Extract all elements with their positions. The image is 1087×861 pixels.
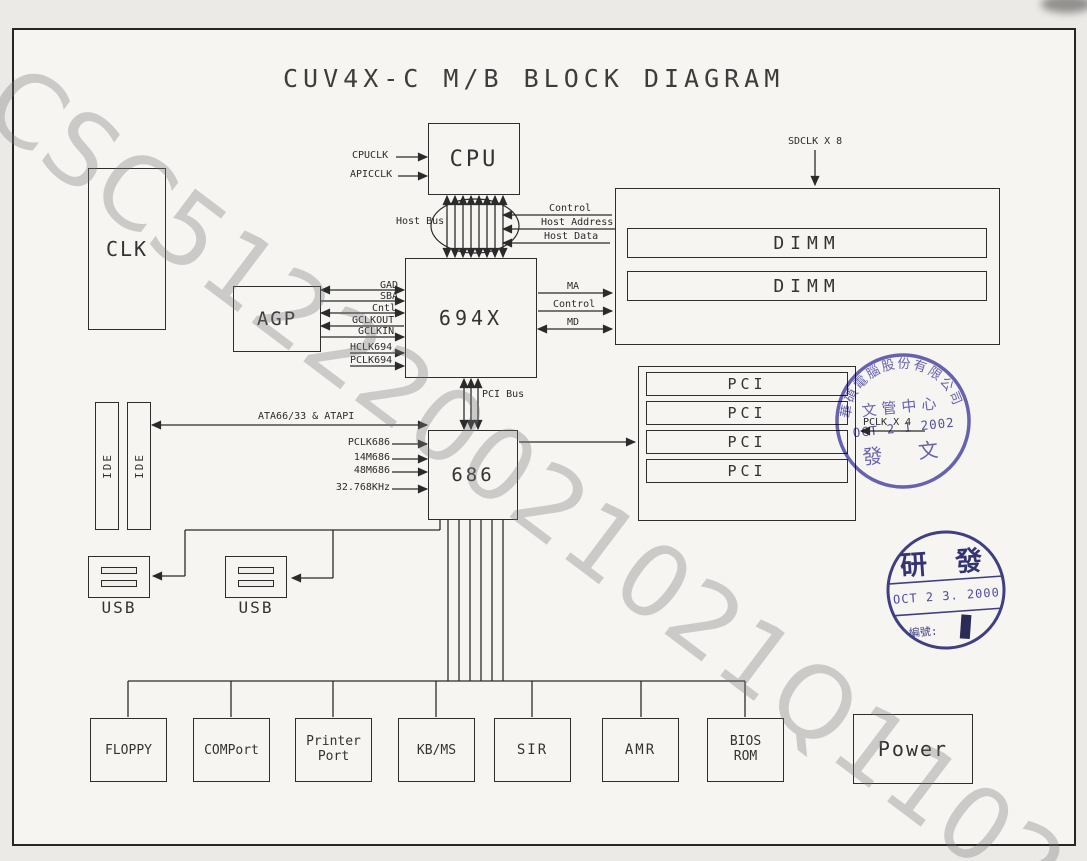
memory-bus-lines <box>536 288 614 334</box>
host-bus-bundle <box>430 194 520 259</box>
power-block: Power <box>853 714 973 784</box>
pci-slot-3: PCI <box>646 430 848 454</box>
pci-bus-label: PCI Bus <box>482 389 525 400</box>
gclkout-label: GCLKOUT <box>352 315 395 326</box>
peripheral-bus-lines <box>127 520 746 717</box>
clk14m-label: 14M686 <box>353 452 390 463</box>
pci-slot-2: PCI <box>646 401 848 425</box>
clk32k-label: 32.768KHz <box>335 482 390 493</box>
usb-port-1-label: USB <box>101 598 137 617</box>
diagram-title: CUV4X-C M/B BLOCK DIAGRAM <box>283 64 785 93</box>
sdclk-label: SDCLK X 8 <box>788 136 843 147</box>
printer-port-block: Printer Port <box>295 718 372 782</box>
usb-port-2 <box>225 556 287 598</box>
clk48m-label: 48M686 <box>353 465 390 476</box>
usb-port-1 <box>88 556 150 598</box>
stamp-release-text: 發 文 <box>861 436 951 469</box>
company-release-stamp: 華碩電腦股份有限公司 文管中心 OCT 2 1 2002 發 文 <box>833 350 971 489</box>
stamp-ring <box>886 530 1006 650</box>
usb-slot-icon <box>101 580 137 587</box>
page-border <box>12 28 1076 846</box>
floppy-block: FLOPPY <box>90 718 167 782</box>
kbms-block: KB/MS <box>398 718 475 782</box>
host-bus-taps <box>501 210 616 248</box>
agp-block: AGP <box>233 286 321 352</box>
pci-container <box>638 366 856 521</box>
pci-slot-1: PCI <box>646 372 848 396</box>
signature-mark <box>959 614 972 640</box>
host-bus-label: Host Bus <box>396 216 445 227</box>
cpu-block: CPU <box>428 123 520 195</box>
md-label: MD <box>567 317 580 328</box>
control-label: Control <box>549 203 592 214</box>
clk-block: CLK <box>88 168 166 330</box>
dimm-container <box>615 188 1000 345</box>
mem-control-label: Control <box>553 299 596 310</box>
pclk686-label: PCLK686 <box>347 437 390 448</box>
pci-bus-lines <box>459 377 637 447</box>
cpu-clock-lines <box>396 152 429 181</box>
amr-block: AMR <box>602 718 679 782</box>
ata-bus-label: ATA66/33 & ATAPI <box>258 411 355 422</box>
ma-label: MA <box>567 281 580 292</box>
rd-stamp-title: 研 發 <box>899 545 989 582</box>
bios-rom-block: BIOS ROM <box>707 718 784 782</box>
dimm-slot-2: DIMM <box>627 271 987 301</box>
clk686-lines <box>392 439 429 494</box>
agp-bus-lines <box>319 285 406 342</box>
host-address-label: Host Address <box>541 217 614 228</box>
comport-block: COMPort <box>193 718 270 782</box>
host-bus-ellipse <box>430 198 520 254</box>
pci-slot-4: PCI <box>646 459 848 483</box>
clk694-lines <box>350 348 406 371</box>
hclk694-label: HCLK694 <box>350 342 393 353</box>
scan-smudge <box>1041 0 1087 13</box>
apicclk-label: APICCLK <box>350 169 393 180</box>
usb-port-2-label: USB <box>238 598 274 617</box>
stamp-ring <box>835 353 971 489</box>
host-data-label: Host Data <box>544 231 599 242</box>
usb-lines <box>151 520 441 583</box>
ide-connector-2: IDE <box>127 402 151 530</box>
pclk-pci-label: PCLK X 4 <box>863 417 912 428</box>
cpuclk-label: CPUCLK <box>352 150 389 161</box>
sir-block: SIR <box>494 718 571 782</box>
pclk694-label: PCLK694 <box>350 355 393 366</box>
rd-stamp-date: OCT 2 3. 2000 <box>893 585 1001 606</box>
sba-label: SBA <box>380 291 399 302</box>
southbridge-686-block: 686 <box>428 430 518 520</box>
gclkin-label: GCLKIN <box>358 326 395 337</box>
usb-slot-icon <box>238 580 274 587</box>
dimm-slot-1: DIMM <box>627 228 987 258</box>
usb-slot-icon <box>238 567 274 574</box>
northbridge-694x-block: 694X <box>405 258 537 378</box>
usb-slot-icon <box>101 567 137 574</box>
rd-stamp-serial-label: 編號: <box>908 624 938 640</box>
ide-connector-1: IDE <box>95 402 119 530</box>
rd-department-stamp: 研 發 OCT 2 3. 2000 編號: <box>886 530 1006 650</box>
